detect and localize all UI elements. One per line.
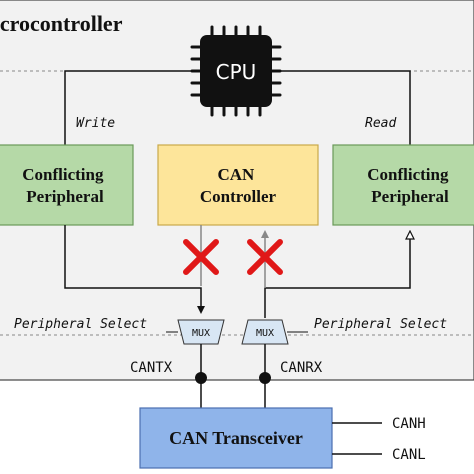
tx-blocked-cross-icon <box>183 239 219 275</box>
peripheral-select-right-label: Peripheral Select <box>314 317 447 332</box>
can-controller-label: CAN Controller <box>200 165 277 206</box>
write-label: Write <box>76 116 115 131</box>
canrx-label: CANRX <box>280 360 323 376</box>
left-peripheral-label: Conflicting Peripheral <box>22 165 107 206</box>
right-peripheral-label: Conflicting Peripheral <box>367 165 452 206</box>
cpu-chip-icon: CPU <box>190 25 282 117</box>
rx-blocked-cross-icon <box>247 239 283 275</box>
right-peripheral-box <box>332 144 474 226</box>
peripheral-select-left-label: Peripheral Select <box>14 317 147 332</box>
canl-label: CANL <box>392 447 426 463</box>
cpu-label: CPU <box>216 60 257 84</box>
left-peripheral-line2: Peripheral <box>26 187 104 206</box>
can-transceiver-label: CAN Transceiver <box>169 428 303 448</box>
canh-label: CANH <box>392 416 426 432</box>
right-peripheral-line2: Peripheral <box>371 187 449 206</box>
left-peripheral-box <box>0 144 134 226</box>
right-peripheral-rx-line <box>264 232 410 318</box>
can-transceiver-box <box>139 407 333 469</box>
right-peripheral-line1: Conflicting <box>367 165 449 184</box>
left-mux <box>177 319 225 345</box>
canrx-junction <box>259 372 271 384</box>
right-mux-label: MUX <box>256 328 274 339</box>
left-mux-label: MUX <box>192 328 210 339</box>
read-line <box>272 70 411 145</box>
can-controller-box <box>157 144 319 226</box>
write-line <box>64 70 200 145</box>
microcontroller-label: Microcontroller <box>0 11 123 36</box>
read-label: Read <box>365 116 396 131</box>
can-controller-line2: Controller <box>200 187 277 206</box>
right-mux <box>241 319 289 345</box>
can-controller-line1: CAN <box>217 165 255 184</box>
left-peripheral-line1: Conflicting <box>22 165 104 184</box>
cantx-label: CANTX <box>130 360 173 376</box>
left-peripheral-tx-line <box>64 225 205 314</box>
cantx-junction <box>195 372 207 384</box>
